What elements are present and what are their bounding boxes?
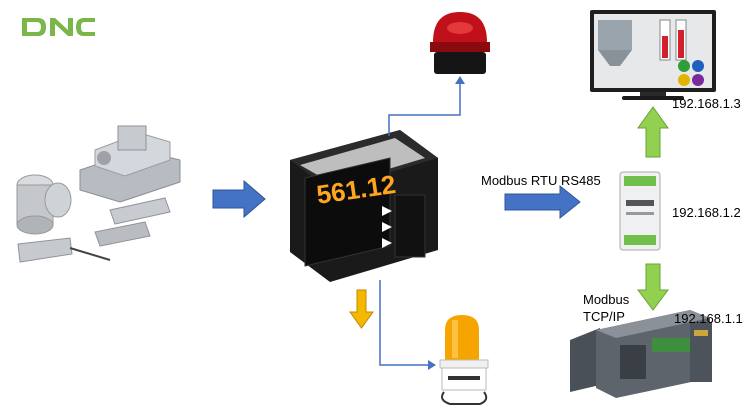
modbus-rtu-label: Modbus RTU RS485 xyxy=(481,173,601,188)
plc-image xyxy=(570,310,712,398)
ip-plc-label: 192.168.1.1 xyxy=(674,311,743,326)
load-cells-image xyxy=(16,125,181,263)
down-arrow-green xyxy=(637,263,669,311)
ip-hmi-label: 192.168.1.3 xyxy=(672,96,741,111)
hmi-monitor-image xyxy=(590,10,716,100)
line-to-beacon-orange xyxy=(379,280,430,366)
rs485-arrow xyxy=(504,184,581,220)
up-arrow-green xyxy=(637,106,669,158)
gateway-module xyxy=(619,171,661,251)
line-to-beacon-red xyxy=(388,82,461,136)
orange-beacon-image xyxy=(439,315,489,405)
red-beacon-image xyxy=(430,12,490,74)
modbus-tcp-label: Modbus TCP/IP xyxy=(583,292,630,324)
down-arrow-yellow xyxy=(349,289,374,329)
dnc-logo xyxy=(22,18,95,36)
weighing-controller xyxy=(290,130,438,282)
input-arrow xyxy=(212,179,266,219)
ip-gateway-label: 192.168.1.2 xyxy=(672,205,741,220)
